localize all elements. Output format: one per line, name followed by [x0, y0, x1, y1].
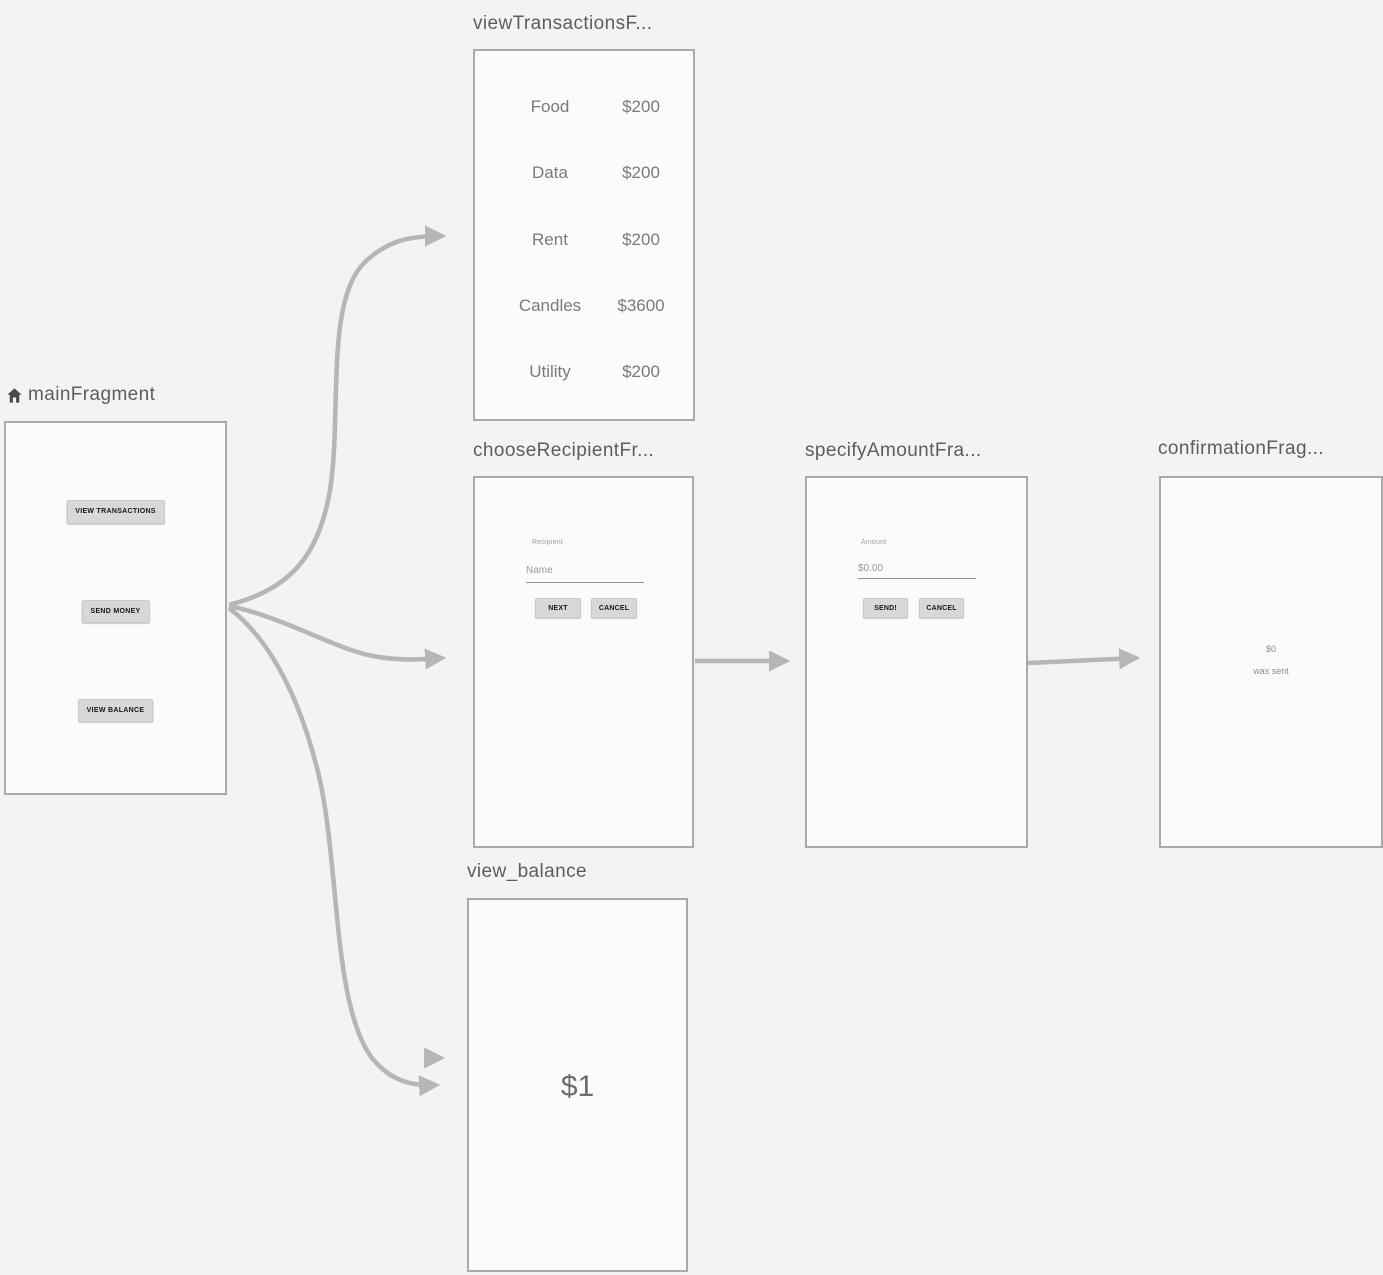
- send-money-button: SEND MONEY: [81, 600, 150, 623]
- transaction-label: Candles: [518, 296, 582, 315]
- fragment-preview-main[interactable]: VIEW TRANSACTIONS SEND MONEY VIEW BALANC…: [4, 421, 227, 795]
- amount-input-underline: [858, 578, 976, 579]
- recipient-name-input: Name: [526, 565, 553, 576]
- action-arrow-specify-amount-to-confirmation[interactable]: [1027, 648, 1141, 670]
- transaction-amount: $3600: [617, 296, 665, 315]
- home-icon: [7, 387, 22, 403]
- confirmation-message-text: was sent: [1253, 666, 1289, 676]
- transaction-row: Rent $200: [475, 229, 693, 251]
- fragment-preview-view-balance[interactable]: $1: [467, 898, 688, 1272]
- fragment-title-confirmation[interactable]: confirmationFrag...: [1158, 438, 1324, 459]
- cancel-button: CANCEL: [591, 598, 637, 618]
- amount-input: $0.00: [858, 563, 884, 574]
- view-transactions-button: VIEW TRANSACTIONS: [66, 500, 165, 524]
- transaction-row: Candles $3600: [475, 295, 693, 317]
- fragment-preview-view-transactions[interactable]: Food $200 Data $200 Rent $200 Candles $3…: [473, 49, 695, 421]
- fragment-preview-choose-recipient[interactable]: Recipient Name NEXT CANCEL: [473, 476, 694, 848]
- confirmation-amount-text: $0: [1265, 644, 1276, 654]
- cancel-button: CANCEL: [919, 598, 964, 618]
- fragment-title-main[interactable]: mainFragment: [5, 384, 155, 406]
- transaction-label: Utility: [529, 362, 571, 381]
- transaction-label: Data: [532, 163, 568, 182]
- transaction-row: Utility $200: [475, 361, 693, 383]
- transaction-row: Food $200: [475, 96, 693, 118]
- send-button: SEND!: [863, 598, 908, 618]
- amount-field-label: Amount: [861, 539, 887, 546]
- balance-amount-text: $1: [560, 1070, 595, 1103]
- next-button: NEXT: [535, 598, 581, 618]
- action-arrow-main-to-view-transactions[interactable]: [228, 225, 447, 608]
- fragment-preview-specify-amount[interactable]: Amount $0.00 SEND! CANCEL: [805, 476, 1028, 848]
- transaction-amount: $200: [622, 163, 660, 182]
- transaction-label: Food: [530, 97, 570, 116]
- transaction-amount: $200: [622, 362, 660, 381]
- fragment-preview-confirmation[interactable]: $0 was sent: [1159, 476, 1383, 848]
- transaction-amount: $200: [622, 230, 660, 249]
- fragment-title-view-balance[interactable]: view_balance: [467, 861, 587, 882]
- fragment-title-specify-amount[interactable]: specifyAmountFra...: [805, 440, 982, 461]
- transaction-amount: $200: [622, 97, 660, 116]
- fragment-title-choose-recipient[interactable]: chooseRecipientFr...: [473, 440, 655, 461]
- transaction-row: Data $200: [475, 162, 693, 184]
- view-balance-button: VIEW BALANCE: [77, 699, 154, 722]
- action-arrow-main-to-choose-recipient[interactable]: [228, 603, 447, 670]
- transaction-label: Rent: [532, 230, 568, 249]
- action-arrow-main-to-view-balance[interactable]: [227, 606, 441, 1097]
- fragment-title-label: mainFragment: [28, 384, 156, 405]
- recipient-input-underline: [526, 582, 644, 583]
- fragment-title-view-transactions[interactable]: viewTransactionsF...: [473, 13, 653, 34]
- recipient-field-label: Recipient: [532, 539, 563, 546]
